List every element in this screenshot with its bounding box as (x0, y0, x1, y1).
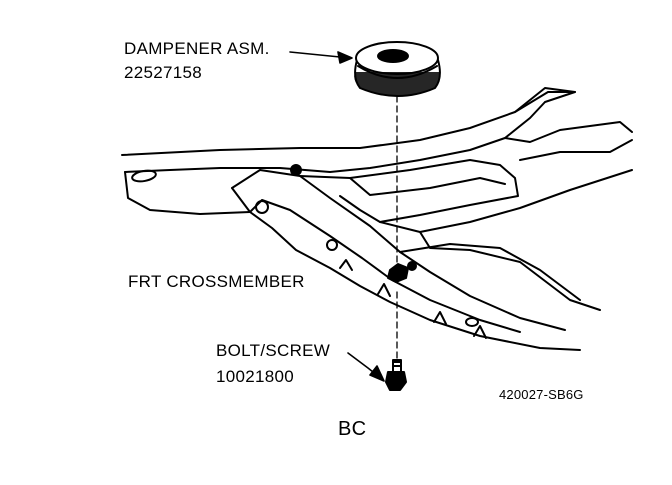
crossmember-label: FRT CROSSMEMBER (128, 272, 305, 291)
frame-rail (121, 87, 633, 215)
dampener-assembly-icon (354, 41, 441, 97)
dampener-name-label: DAMPENER ASM. (124, 39, 270, 58)
figure-reference: 420027-SB6G (499, 387, 584, 402)
figure-caption: BC (338, 418, 367, 440)
cross-bracket (299, 159, 633, 311)
bolt-name-label: BOLT/SCREW (216, 341, 331, 360)
dampener-part-number: 22527158 (124, 63, 203, 82)
bolt-screw-icon (385, 359, 407, 391)
dampener-leader-arrow (289, 51, 353, 64)
bolt-leader-arrow (347, 352, 385, 382)
mounting-nut-icon (290, 164, 417, 283)
bolt-part-number: 10021800 (216, 367, 295, 386)
front-crossmember (231, 169, 581, 351)
